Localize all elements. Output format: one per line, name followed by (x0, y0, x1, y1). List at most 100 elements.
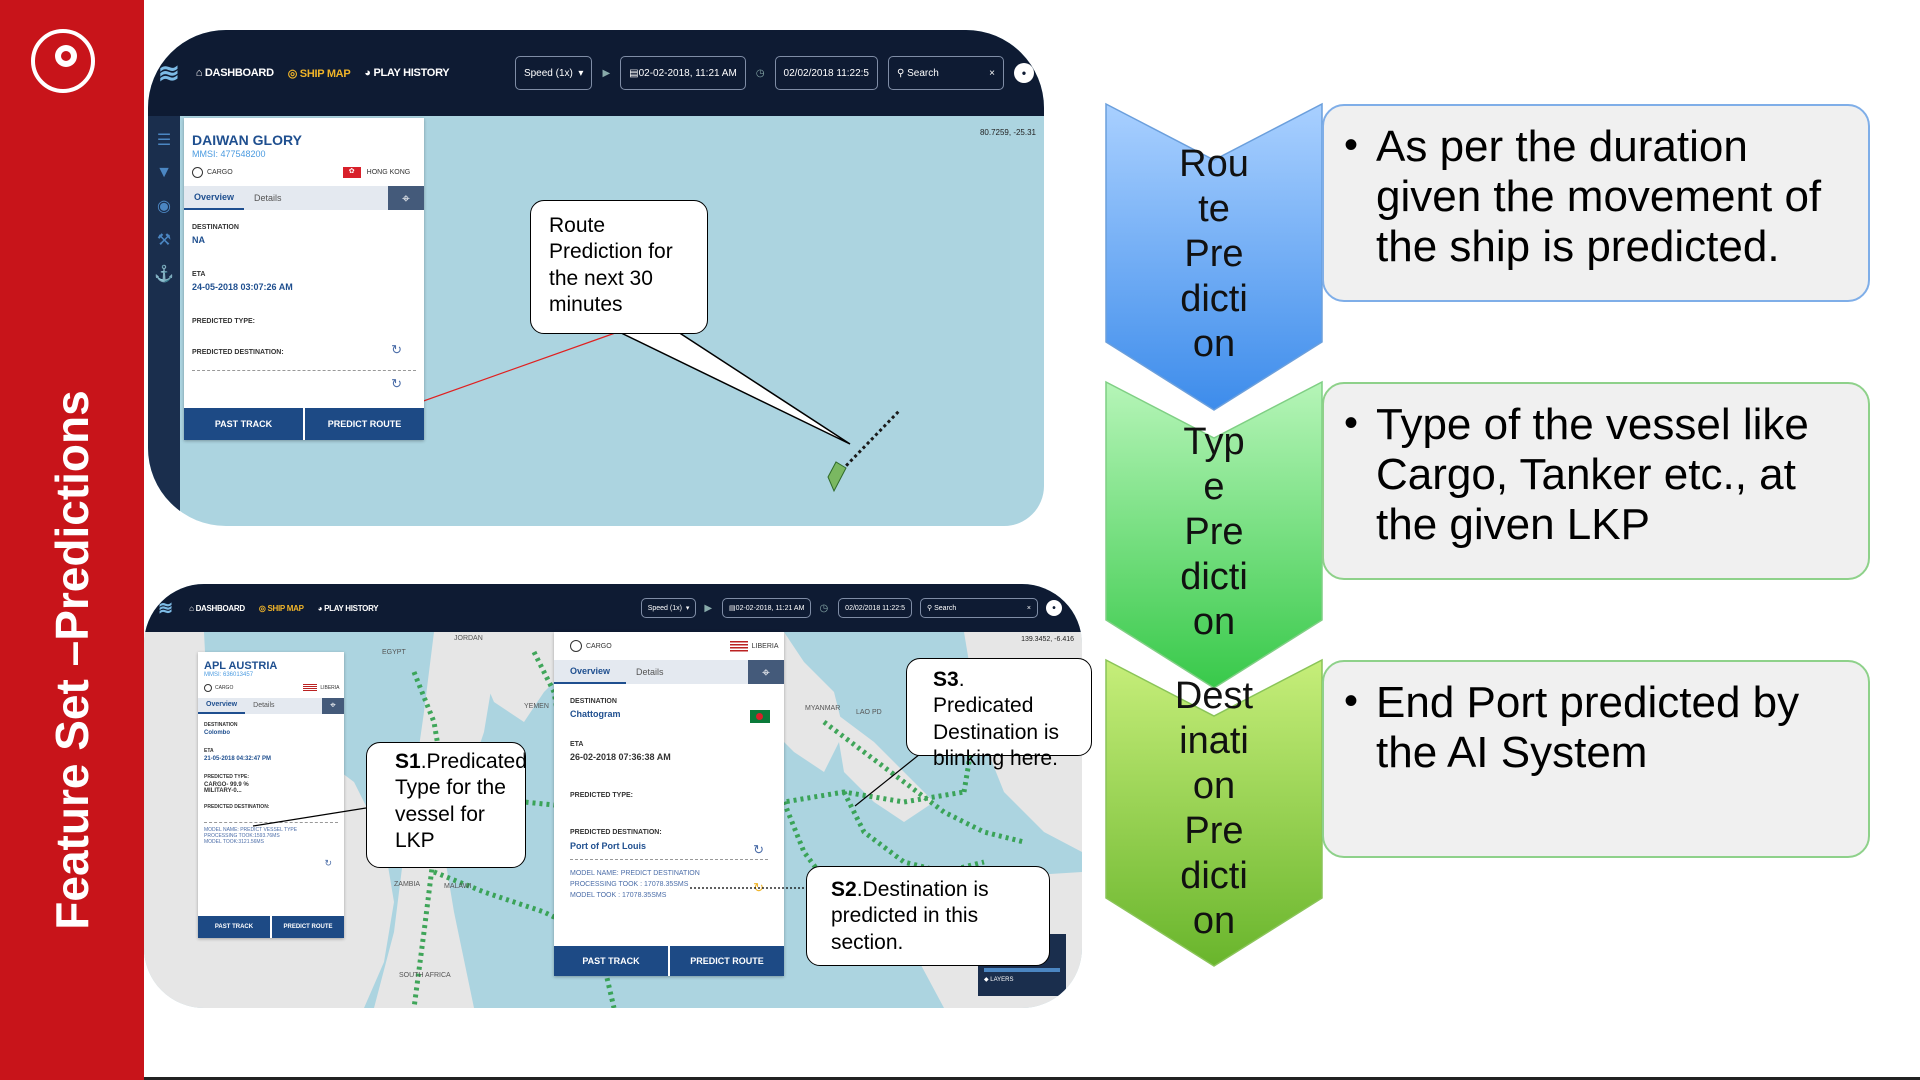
cargo-type-icon (570, 640, 582, 652)
ship-type: CARGO (207, 169, 233, 176)
tab-details[interactable]: Details (254, 193, 282, 203)
liberia-flag-icon (729, 640, 748, 652)
tab-overview[interactable]: Overview (198, 698, 246, 714)
nav-play-history[interactable]: ◕ PLAY HISTORY (317, 603, 379, 613)
icon-rail: ☰ ▼ ◉ ⚒ ⚓ (148, 116, 180, 526)
map-label-egypt: EGYPT (382, 649, 406, 656)
type-prediction-text: Type of the vessel like Cargo, Tanker et… (1344, 398, 1848, 550)
processing-time: PROCESSING TOOK : 17078.35SMS (570, 881, 689, 888)
predict-route-button[interactable]: PREDICT ROUTE (305, 408, 424, 440)
ship-mmsi: MMSI: 636013457 (204, 672, 254, 678)
destination-prediction-text: End Port predicted by the AI System (1344, 676, 1848, 778)
bottom-divider (144, 1077, 1920, 1080)
target-icon[interactable]: ⌖ (388, 186, 424, 210)
predicted-destination-value: Port of Port Louis (570, 841, 646, 851)
past-track-button[interactable]: PAST TRACK (198, 916, 272, 938)
eta-value: 24-05-2018 03:07:26 AM (192, 282, 293, 292)
search-input[interactable]: ⚲ Search× (888, 56, 1004, 90)
tab-overview[interactable]: Overview (184, 186, 245, 210)
panel-tabs: Overview Details ⌖ (184, 186, 424, 210)
play-icon[interactable]: ▶ (704, 602, 713, 614)
eta-label: ETA (570, 741, 584, 748)
callout-s3-pointer (854, 753, 921, 807)
ship-mmsi: MMSI: 477548200 (192, 149, 266, 159)
refresh-icon[interactable]: ↻ (391, 342, 402, 357)
nav-dashboard[interactable]: ⌂ DASHBOARD (189, 603, 245, 613)
callout-s1-pointer (252, 807, 367, 827)
datetime-picker[interactable]: ▤ 02-02-2018, 11:21 AM (620, 56, 746, 90)
ship-flag: LIBERIA (320, 685, 340, 691)
map-label-jordan: JORDAN (454, 635, 483, 642)
tab-details[interactable]: Details (636, 667, 664, 677)
predicted-type-label: PREDICTED TYPE: (570, 792, 634, 799)
predicted-route-line (840, 408, 902, 472)
speed-select[interactable]: Speed (1x) ▾ (514, 56, 593, 90)
datetime-picker[interactable]: ▤ 02-02-2018, 11:21 AM (722, 598, 812, 618)
close-icon[interactable]: × (1026, 604, 1031, 612)
layers-icon[interactable]: ◉ (157, 198, 171, 215)
past-track-button[interactable]: PAST TRACK (184, 408, 305, 440)
predicted-type-value-2: MILITARY-0... (204, 788, 242, 794)
filter-icon[interactable]: ▼ (156, 164, 172, 181)
predicted-destination-label: PREDICTED DESTINATION: (570, 829, 662, 836)
tab-overview[interactable]: Overview (554, 660, 627, 684)
predicted-destination-label: PREDICTED DESTINATION: (204, 804, 270, 810)
menu-icon[interactable]: ☰ (156, 132, 172, 149)
ship-marker-icon[interactable] (827, 461, 847, 493)
target-icon[interactable]: ⌖ (322, 698, 344, 714)
tools-icon[interactable]: ⚒ (156, 232, 172, 249)
map-label-malawi: MALAWI (444, 883, 471, 890)
brand-logo-icon (31, 29, 95, 93)
model-time: MODEL TOOK : 17078.35SMS (570, 892, 667, 899)
nav-dashboard[interactable]: ⌂ DASHBOARD (195, 67, 274, 79)
screenshot-type-destination-prediction: ≋ ⌂ DASHBOARD ◎ SHIP MAP ◕ PLAY HISTORY … (144, 584, 1082, 1008)
map-label-myanmar: MYANMAR (805, 705, 840, 712)
panel-tabs: Overview Details ⌖ (554, 660, 784, 684)
search-input[interactable]: ⚲ Search× (920, 598, 1038, 618)
model-name: MODEL NAME: PREDICT VESSEL TYPE (204, 827, 298, 833)
hong-kong-flag-icon: ✿ (342, 167, 361, 178)
speed-select[interactable]: Speed (1x) ▾ (640, 598, 697, 618)
time-range-input[interactable]: 02/02/2018 11:22:5 (774, 56, 878, 90)
map-label-zambia: ZAMBIA (394, 881, 420, 888)
chevron-route (1105, 102, 1323, 411)
ship-name: APL AUSTRIA (204, 660, 278, 672)
destination-label: DESTINATION (570, 698, 617, 705)
nav-ship-map[interactable]: ◎ SHIP MAP (258, 603, 304, 613)
past-track-button[interactable]: PAST TRACK (554, 946, 670, 976)
destination-label: DESTINATION (192, 224, 239, 231)
refresh-icon[interactable]: ↻ (391, 376, 402, 391)
user-avatar-icon[interactable]: • (1014, 63, 1034, 83)
screenshot-route-prediction: ≋ ⌂ DASHBOARD ◎ SHIP MAP ◕ PLAY HISTORY … (148, 30, 1044, 526)
processing-time: PROCESSING TOOK:1593.76MS (204, 833, 280, 839)
chevron-destination (1105, 658, 1323, 967)
user-avatar-icon[interactable]: • (1046, 600, 1062, 616)
time-range-input[interactable]: 02/02/2018 11:22:5 (838, 598, 912, 618)
refresh-icon[interactable]: ↻ (324, 858, 332, 868)
refresh-icon[interactable]: ↻ (753, 842, 764, 857)
nav-ship-map[interactable]: ◎ SHIP MAP (287, 67, 351, 80)
close-icon[interactable]: × (989, 67, 995, 79)
predicted-destination-label: PREDICTED DESTINATION: (192, 349, 284, 356)
app-logo-icon: ≋ (158, 57, 180, 88)
eta-label: ETA (192, 271, 206, 278)
eta-label: ETA (204, 748, 214, 754)
layers-label[interactable]: ◆ LAYERS (984, 977, 1014, 983)
coordinate-readout: 80.7259, -25.31 (979, 128, 1036, 137)
type-prediction-text-box: Type of the vessel like Cargo, Tanker et… (1322, 382, 1870, 580)
model-time: MODEL TOOK:3121.56MS (204, 839, 264, 845)
predict-route-button[interactable]: PREDICT ROUTE (272, 916, 344, 938)
nav-play-history[interactable]: ◕ PLAY HISTORY (364, 67, 450, 79)
play-icon[interactable]: ▶ (602, 67, 611, 79)
ship-flag: HONG KONG (366, 169, 411, 176)
panel-tabs: Overview Details ⌖ (198, 698, 344, 714)
predict-route-button[interactable]: PREDICT ROUTE (670, 946, 784, 976)
target-icon[interactable]: ⌖ (748, 660, 784, 684)
destination-label: DESTINATION (204, 722, 238, 728)
opacity-slider[interactable] (984, 968, 1060, 972)
land-middle-east (464, 632, 574, 722)
anchor-icon[interactable]: ⚓ (154, 266, 174, 283)
tab-details[interactable]: Details (253, 702, 275, 709)
